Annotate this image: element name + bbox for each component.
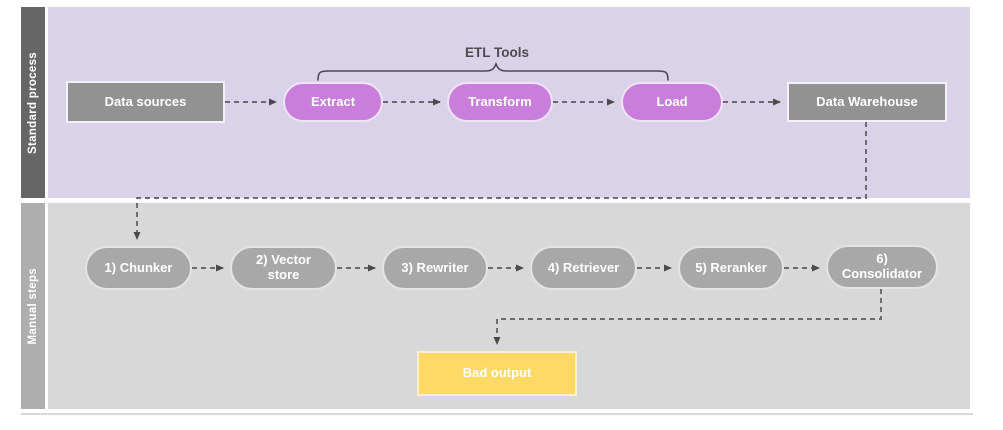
node-data-warehouse: Data Warehouse <box>787 82 947 122</box>
node-transform: Transform <box>447 82 553 122</box>
node-extract: Extract <box>283 82 383 122</box>
lane-header-standard-process: Standard process <box>21 7 45 198</box>
node-data-sources: Data sources <box>66 81 225 123</box>
diagram-bottom-divider <box>21 413 973 415</box>
lane-label-manual-steps: Manual steps <box>27 267 39 345</box>
node-bad-output: Bad output <box>417 351 577 396</box>
node-retriever: 4) Retriever <box>530 246 637 290</box>
node-rewriter: 3) Rewriter <box>382 246 488 290</box>
node-reranker: 5) Reranker <box>678 246 784 290</box>
node-vector-store: 2) Vector store <box>230 246 337 290</box>
lane-label-standard-process: Standard process <box>27 51 39 154</box>
lane-header-manual-steps: Manual steps <box>21 203 45 409</box>
node-consolidator: 6) Consolidator <box>826 245 938 289</box>
etl-tools-label: ETL Tools <box>465 45 529 60</box>
node-load: Load <box>621 82 723 122</box>
node-chunker: 1) Chunker <box>85 246 192 290</box>
